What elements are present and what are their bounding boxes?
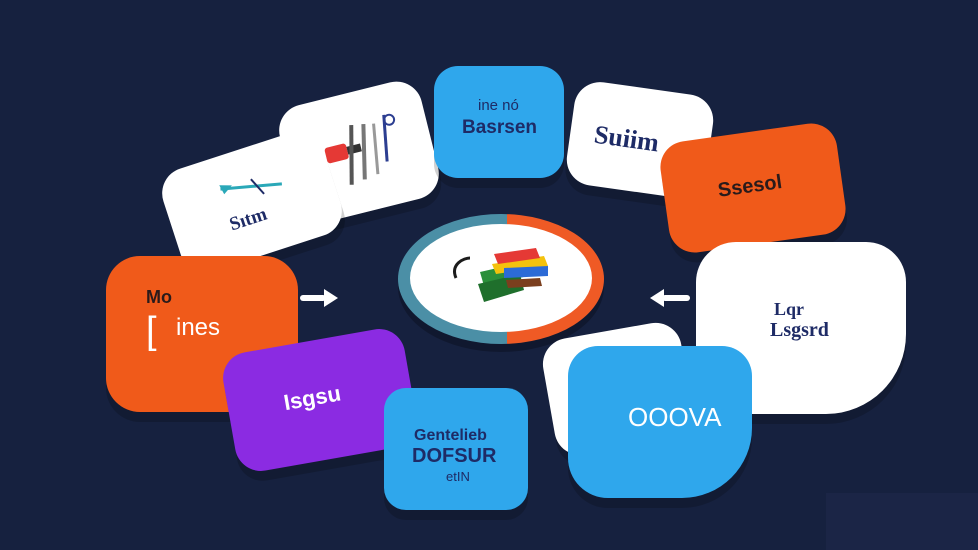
right-white-line2: Lsgsrd <box>770 319 829 341</box>
top-right-white-label: Suiim <box>592 119 661 158</box>
right-arrow-icon <box>650 288 694 308</box>
right-orange-tile[interactable]: Ssesol <box>657 120 849 256</box>
right-blue-label: OOOVA <box>628 402 722 432</box>
paint-brushes-icon <box>324 113 396 185</box>
right-orange-label: Ssesol <box>716 171 784 202</box>
purple-label: Isgsu <box>281 380 343 416</box>
compass-pen-icon <box>219 178 282 195</box>
bottom-blue-line3: etIN <box>446 469 470 484</box>
bottom-blue-line2: DOFSUR <box>412 445 497 467</box>
left-orange-line2: ines <box>176 314 221 341</box>
bottom-blue-tile[interactable]: Gentelieb DOFSUR etIN <box>384 388 528 510</box>
brushes-tile[interactable] <box>273 76 445 228</box>
top-center-tile[interactable]: ine nó Basrsen <box>434 66 564 178</box>
right-blue-tile[interactable]: OOOVA <box>568 346 752 498</box>
left-orange-glyph: [ <box>146 310 157 352</box>
left-orange-line1: Mo <box>146 287 172 307</box>
center-hub[interactable] <box>398 214 604 344</box>
hub-inner <box>410 224 592 332</box>
right-white-line1: Lqr <box>774 299 805 319</box>
left-white-tile[interactable]: Sıtm <box>155 124 349 280</box>
corner-patch <box>826 493 978 550</box>
top-center-line1: ine nó <box>478 97 519 114</box>
bottom-blue-line1: Gentelieb <box>414 427 487 444</box>
stacked-colorful-books-icon <box>453 248 548 302</box>
left-arrow-icon <box>300 288 340 308</box>
top-center-line2: Basrsen <box>462 117 537 138</box>
